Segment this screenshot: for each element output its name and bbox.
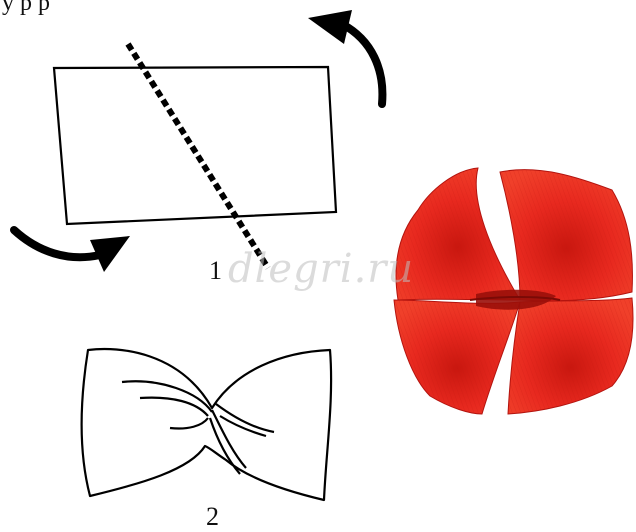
step-2-figure: [82, 349, 332, 500]
curved-arrow-counterclockwise-icon: [308, 10, 382, 104]
step-1-label: 1: [209, 256, 222, 286]
watermark-text: dlegri.ru: [228, 246, 414, 292]
red-paper-bow-photo: [394, 168, 633, 414]
fold-line-dashed: [128, 44, 268, 268]
bow-outline: [82, 349, 332, 500]
curved-arrow-clockwise-icon: [14, 230, 130, 272]
paper-rectangle: [54, 67, 336, 224]
step-1-figure: [14, 10, 382, 272]
